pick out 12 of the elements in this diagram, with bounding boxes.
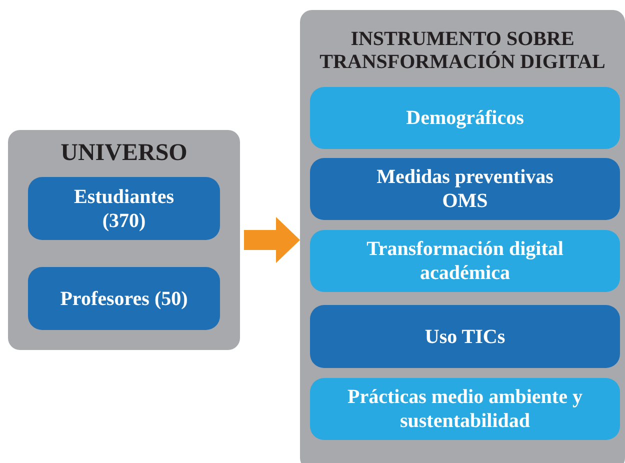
- panel-title: INSTRUMENTO SOBRE TRANSFORMACIÓN DIGITAL: [318, 28, 606, 74]
- arrow: [244, 217, 300, 263]
- category-box: Demográficos: [310, 87, 620, 149]
- category-box: Profesores (50): [28, 267, 220, 330]
- category-box: Transformación digital académica: [310, 230, 620, 292]
- panel-title: UNIVERSO: [60, 140, 188, 168]
- category-box: Estudiantes (370): [28, 177, 220, 240]
- category-box: Prácticas medio ambiente y sustentabilidad: [310, 378, 620, 440]
- group-panel: [8, 130, 240, 350]
- group-panel: [300, 10, 625, 463]
- category-box: Uso TICs: [310, 305, 620, 368]
- category-box: Medidas preventivas OMS: [310, 158, 620, 220]
